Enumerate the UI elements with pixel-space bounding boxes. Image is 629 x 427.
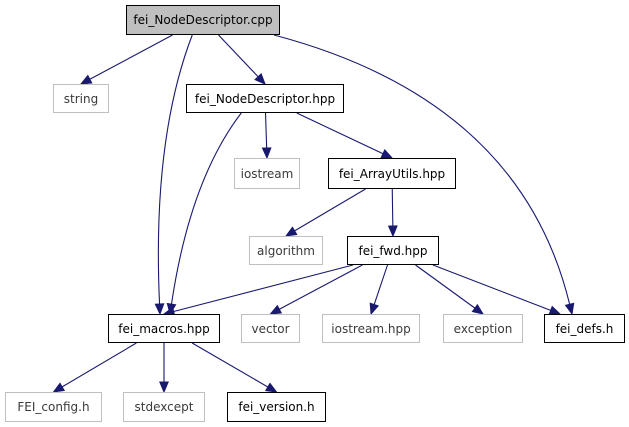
edge-fei-arrayutils-hpp-to-algorithm: [294, 188, 366, 232]
edge-fei-fwd-hpp-to-fei-macros-hpp: [173, 264, 354, 313]
node-fei-version-h[interactable]: fei_version.h: [227, 392, 326, 422]
edge-fei-nodedescriptor-cpp-to-fei-defs-h: [273, 34, 571, 305]
node-fei-nodedescriptor-hpp[interactable]: fei_NodeDescriptor.hpp: [186, 84, 344, 113]
node-fei-nodedescriptor-cpp[interactable]: fei_NodeDescriptor.cpp: [126, 5, 280, 35]
node-fei-defs-h[interactable]: fei_defs.h: [544, 314, 625, 343]
node-fei-macros-hpp[interactable]: fei_macros.hpp: [108, 314, 220, 343]
edge-fei-macros-hpp-to-fei-config-h: [61, 342, 137, 388]
edge-fei-nodedescriptor-cpp-to-fei-nodedescriptor-hpp: [218, 34, 259, 78]
arrowhead-iostream-hpp: [369, 302, 380, 316]
arrowhead-exception: [471, 303, 485, 315]
node-fei-arrayutils-hpp[interactable]: fei_ArrayUtils.hpp: [328, 158, 456, 189]
edge-fei-nodedescriptor-hpp-to-iostream: [264, 112, 268, 149]
arrowhead-fei-config-h: [52, 382, 66, 393]
edge-fei-fwd-hpp-to-exception: [415, 264, 476, 309]
arrowhead-stdexcept: [159, 381, 169, 394]
arrowhead-fei-defs-h: [564, 302, 575, 316]
edge-fei-macros-hpp-to-fei-version-h: [191, 342, 269, 388]
arrowhead-fei-macros-hpp: [154, 303, 165, 316]
arrowhead-fei-fwd-hpp: [387, 225, 398, 238]
node-iostream: iostream: [234, 158, 300, 189]
edge-fei-fwd-hpp-to-vector: [279, 264, 363, 310]
node-fei-config-h: FEI_config.h: [5, 392, 102, 422]
edge-fei-fwd-hpp-to-iostream-hpp: [373, 264, 389, 305]
node-algorithm: algorithm: [249, 236, 323, 265]
edge-fei-nodedescriptor-hpp-to-fei-arrayutils-hpp: [296, 112, 384, 155]
arrowhead-string: [79, 74, 93, 85]
node-fei-fwd-hpp[interactable]: fei_fwd.hpp: [347, 236, 439, 265]
arrowhead-fei-version-h: [264, 382, 278, 393]
arrowhead-fei-arrayutils-hpp: [380, 149, 394, 159]
edge-fei-fwd-hpp-to-fei-defs-h: [432, 264, 551, 311]
edge-fei-nodedescriptor-hpp-to-fei-macros-hpp: [170, 112, 242, 305]
edge-fei-nodedescriptor-cpp-to-fei-macros-hpp: [157, 34, 193, 305]
arrowhead-vector: [269, 304, 283, 315]
edge-fei-nodedescriptor-cpp-to-string: [89, 34, 173, 80]
node-string: string: [53, 84, 109, 113]
edge-fei-arrayutils-hpp-to-fei-fwd-hpp: [391, 188, 394, 227]
node-iostream-hpp: iostream.hpp: [322, 314, 420, 343]
node-stdexcept: stdexcept: [123, 392, 205, 422]
arrowhead-algorithm: [284, 226, 298, 237]
arrowhead-fei-nodedescriptor-hpp: [254, 72, 266, 85]
arrowhead-iostream: [261, 147, 272, 160]
node-vector: vector: [241, 314, 300, 343]
node-exception: exception: [443, 314, 523, 343]
